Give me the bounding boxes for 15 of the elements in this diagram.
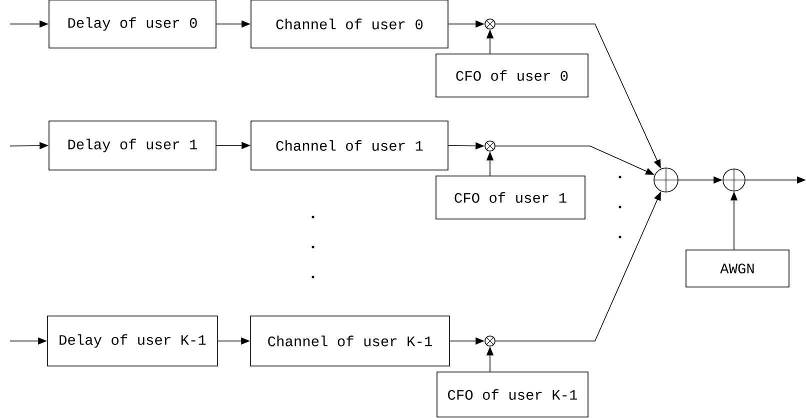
block-box: CFO of user 0 <box>436 54 588 98</box>
block-box: CFO of user K-1 <box>436 372 588 418</box>
block-box: Delay of user K-1 <box>47 316 218 366</box>
multiplier-symbol <box>484 336 496 346</box>
block-box: AWGN <box>686 250 790 288</box>
block-box: Channel of user 1 <box>250 120 448 170</box>
block-box: Channel of user K-1 <box>250 316 450 366</box>
multiplier-symbol <box>484 18 496 30</box>
block-box: Delay of user 1 <box>48 120 216 170</box>
adder-symbol <box>653 167 679 193</box>
multiplier-symbol <box>484 140 496 152</box>
adder-symbol <box>722 168 746 192</box>
block-box: CFO of user 1 <box>436 176 586 220</box>
block-box: Delay of user 0 <box>48 0 216 48</box>
block-box: Channel of user 0 <box>250 0 448 48</box>
